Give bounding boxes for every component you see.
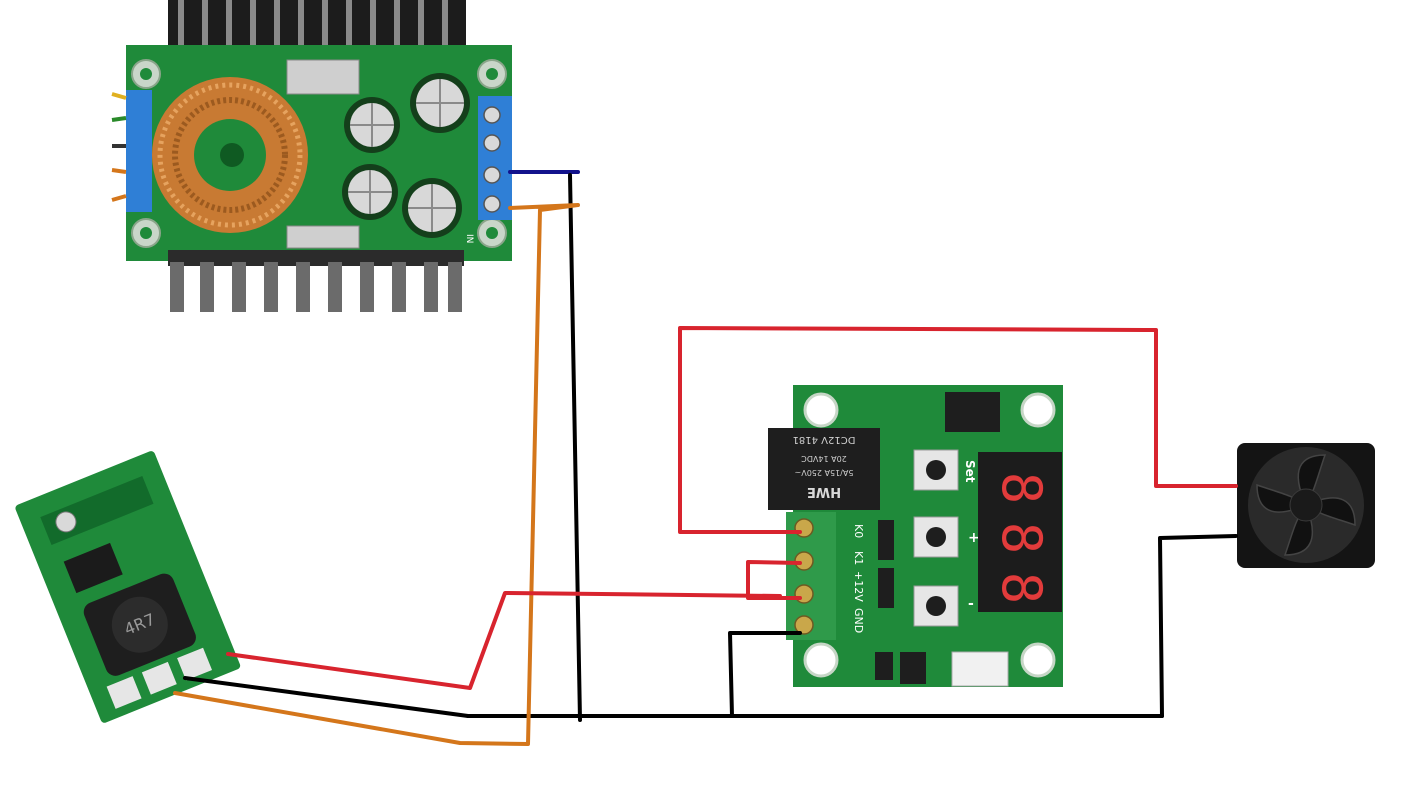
wire-red-minibuck-12v [226,591,782,690]
wire-black-fan [1158,534,1238,718]
relay-brand: HWE [807,484,841,499]
terminal-label-k0: K0 [852,524,865,538]
toroid-inductor [152,77,308,233]
terminal-label-12v: +12V [852,571,865,602]
relay-line-1: DC12V 4181 [793,434,856,445]
relay-line-2: 20A 14VDC [801,454,847,463]
display-digit-3: 8 [990,572,1053,605]
electrolytic-capacitors [342,73,470,238]
display-digit-1: 8 [990,472,1053,505]
wire-red-k1-bridge [746,560,802,600]
relay: HWE DC12V 4181 20A 14VDC 5A/15A 250V~ [768,428,880,510]
sensor-connector [951,651,1009,687]
display-digit-2: 8 [990,522,1053,555]
buck-input-terminal [478,96,512,220]
minus-button[interactable] [913,585,959,627]
wire-black-trunk [568,173,582,722]
thermostat-buttons [913,449,959,627]
set-label: Set [963,460,977,483]
thermostat-board: HWE DC12V 4181 20A 14VDC 5A/15A 250V~ K0… [768,385,1063,687]
wire-orange-buck [173,203,580,746]
wire-black-thermo-gnd [728,631,802,718]
seven-segment-display: 8 8 8 [978,452,1062,612]
cooling-fan [1237,443,1375,568]
buck-converter-module: IN [111,0,512,312]
plus-label: + [968,530,980,546]
minus-label: - [968,596,974,612]
wire-red-fan-loop [678,326,1238,534]
terminal-label-gnd: GND [852,608,865,633]
bottom-heatsink [168,250,464,312]
terminal-label-k1: K1 [852,551,865,565]
mini-buck-module: 4R7 [15,451,241,723]
buck-output-terminal [126,90,152,212]
buck-terminal-label: IN [464,234,474,243]
relay-line-3: 5A/15A 250V~ [795,468,854,477]
wire-black-minibuck [183,676,470,718]
